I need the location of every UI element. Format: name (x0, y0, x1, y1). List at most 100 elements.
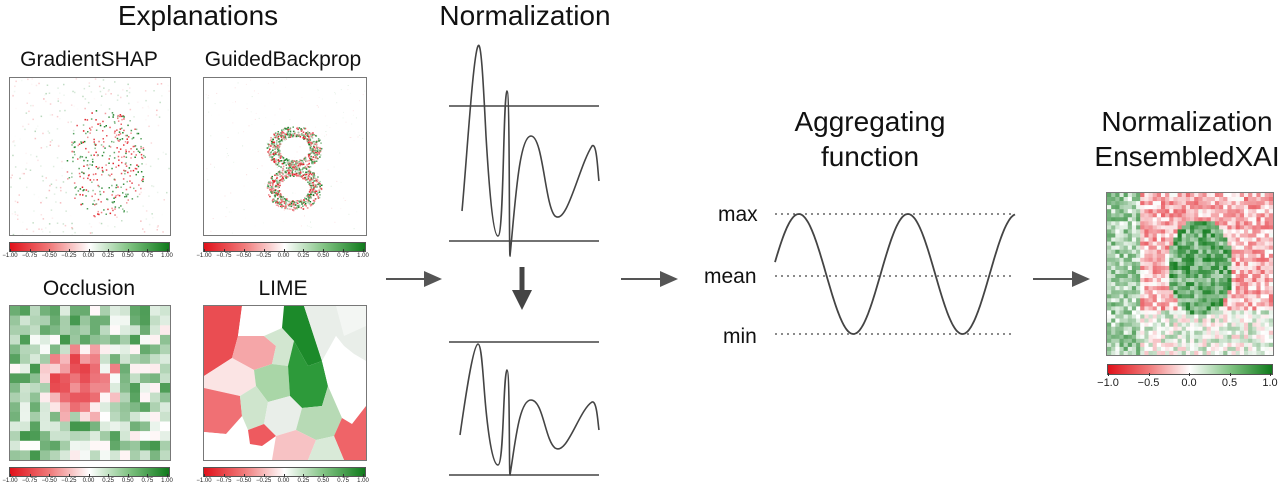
colorbar-tick-mark (69, 474, 70, 477)
colorbar-tick-label: 0.75 (337, 253, 349, 259)
lime-heatmap (203, 305, 367, 461)
colorbar-tick-mark (224, 474, 225, 477)
guidedbackprop-heatmap (203, 77, 367, 236)
gradientshap-label: GradientSHAP (4, 48, 174, 72)
colorbar-tick-mark (244, 474, 245, 477)
arrow-down-head (512, 290, 532, 310)
lime-colorbar (203, 467, 366, 477)
colorbar-tick-label: 0.75 (142, 478, 154, 484)
colorbar-tick-mark (49, 474, 50, 477)
colorbar-tick-label: 0.75 (337, 478, 349, 484)
aggregating-title-line1: Aggregating (770, 106, 970, 138)
level-min: min (723, 325, 757, 349)
colorbar-tick-mark (224, 249, 225, 252)
colorbar-tick-mark (128, 474, 129, 477)
guidedbackprop-label: GuidedBackprop (193, 48, 373, 72)
colorbar-tick-label: 1.00 (357, 253, 369, 259)
colorbar-tick-label: 0.25 (298, 253, 310, 259)
colorbar-tick-mark (147, 474, 148, 477)
colorbar-tick-mark (204, 474, 205, 477)
colorbar-tick-label: −0.25 (61, 253, 76, 259)
occlusion-colorbar (9, 467, 170, 477)
colorbar-tick-label: 0.00 (278, 478, 290, 484)
guidedbackprop-colorbar (203, 242, 366, 252)
colorbar-tick-mark (323, 249, 324, 252)
colorbar-tick-mark (108, 249, 109, 252)
normalization-title: Normalization (420, 0, 630, 32)
normalization-wave-after (447, 330, 607, 490)
colorbar-tick-mark (30, 249, 31, 252)
colorbar-tick-mark (10, 474, 11, 477)
colorbar-tick-label: −0.25 (61, 478, 76, 484)
colorbar-tick-mark (167, 474, 168, 477)
colorbar-tick-label: −1.00 (196, 253, 211, 259)
colorbar-tick-mark (89, 474, 90, 477)
colorbar-tick-mark (264, 249, 265, 252)
colorbar-tick-mark (49, 249, 50, 252)
ensembled-colorbar (1107, 364, 1273, 375)
colorbar-tick-label: 0.00 (83, 253, 95, 259)
colorbar-tick-label: −1.00 (2, 478, 17, 484)
colorbar-tick-label: 0.25 (102, 253, 114, 259)
colorbar-tick-mark (1189, 373, 1190, 376)
colorbar-tick-label: −0.75 (22, 253, 37, 259)
colorbar-tick-label: 1.00 (357, 478, 369, 484)
colorbar-tick-label: −0.50 (42, 253, 57, 259)
colorbar-tick-mark (303, 249, 304, 252)
colorbar-tick-mark (30, 474, 31, 477)
colorbar-tick-label: −1.0 (1097, 377, 1119, 389)
colorbar-tick-label: −0.75 (216, 253, 231, 259)
colorbar-tick-label: 1.00 (161, 253, 173, 259)
colorbar-tick-label: −0.25 (256, 478, 271, 484)
colorbar-tick-label: −0.25 (256, 253, 271, 259)
colorbar-tick-label: −0.50 (236, 478, 251, 484)
colorbar-tick-label: 0.0 (1181, 377, 1196, 389)
colorbar-tick-label: 1.00 (161, 478, 173, 484)
colorbar-tick-label: 0.50 (317, 478, 329, 484)
lime-label: LIME (193, 277, 373, 301)
colorbar-tick-label: 0.00 (278, 253, 290, 259)
colorbar-tick-label: 0.00 (83, 478, 95, 484)
aggregating-wave (765, 205, 1025, 345)
colorbar-tick-label: −0.75 (22, 478, 37, 484)
colorbar-tick-mark (323, 474, 324, 477)
colorbar-tick-mark (343, 474, 344, 477)
colorbar-tick-label: −0.50 (42, 478, 57, 484)
colorbar-tick-label: 0.25 (298, 478, 310, 484)
colorbar-tick-label: −0.5 (1138, 377, 1160, 389)
ensemble-title-line1: Normalization (1082, 106, 1288, 138)
colorbar-tick-mark (1149, 373, 1150, 376)
colorbar-tick-label: 0.25 (102, 478, 114, 484)
colorbar-tick-mark (264, 474, 265, 477)
colorbar-tick-mark (89, 249, 90, 252)
colorbar-tick-label: −1.00 (196, 478, 211, 484)
colorbar-tick-label: −0.50 (236, 253, 251, 259)
ensembled-heatmap (1106, 192, 1274, 356)
colorbar-tick-label: 0.50 (122, 253, 134, 259)
colorbar-tick-mark (128, 249, 129, 252)
normalization-wave-before (447, 36, 607, 266)
colorbar-tick-mark (108, 474, 109, 477)
colorbar-tick-mark (1108, 373, 1109, 376)
colorbar-tick-label: −1.00 (2, 253, 17, 259)
colorbar-tick-mark (69, 249, 70, 252)
ensemble-title-line2: EnsembledXAI (1082, 141, 1288, 173)
occlusion-heatmap (9, 305, 171, 461)
colorbar-tick-mark (1270, 373, 1271, 376)
gradientshap-colorbar (9, 242, 170, 252)
colorbar-tick-mark (363, 474, 364, 477)
colorbar-tick-mark (244, 249, 245, 252)
colorbar-tick-label: −0.75 (216, 478, 231, 484)
colorbar-tick-mark (1230, 373, 1231, 376)
colorbar-tick-label: 0.75 (142, 253, 154, 259)
gradientshap-heatmap (9, 77, 171, 236)
colorbar-tick-mark (363, 249, 364, 252)
colorbar-tick-mark (284, 249, 285, 252)
occlusion-label: Occlusion (4, 277, 174, 301)
aggregating-title-line2: function (770, 141, 970, 173)
colorbar-tick-mark (10, 249, 11, 252)
colorbar-tick-label: 1.0 (1262, 377, 1277, 389)
colorbar-tick-mark (167, 249, 168, 252)
colorbar-tick-label: 0.50 (122, 478, 134, 484)
colorbar-tick-mark (343, 249, 344, 252)
